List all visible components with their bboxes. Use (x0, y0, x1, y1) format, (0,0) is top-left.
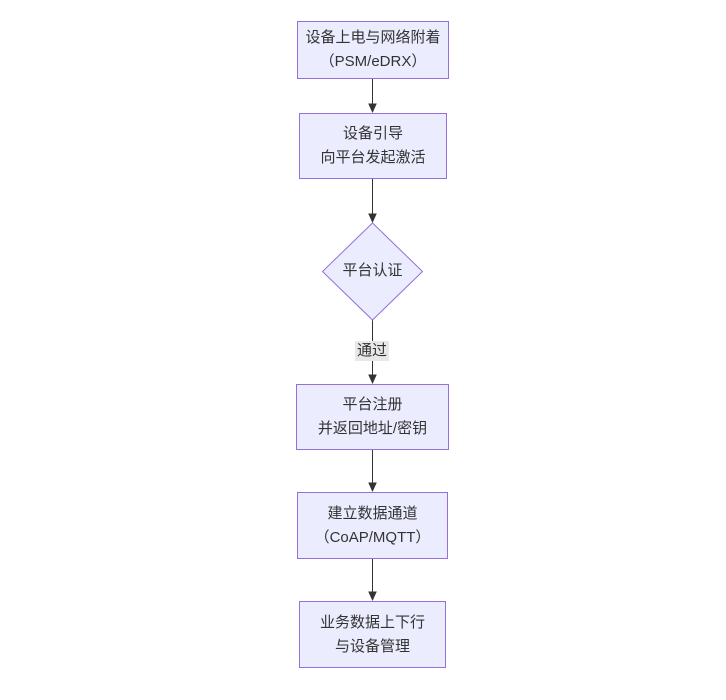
node-line: 与设备管理 (334, 637, 410, 655)
node-business: 业务数据上下行 与设备管理 (299, 601, 446, 668)
node-line: （PSM/eDRX） (319, 53, 427, 70)
node-register: 平台注册 并返回地址/密钥 (296, 384, 449, 450)
node-platform-auth-label: 平台认证 (342, 262, 403, 279)
node-line: 向平台发起激活 (320, 149, 426, 166)
arrowhead-icon (368, 103, 377, 113)
node-line: 业务数据上下行 (319, 613, 425, 631)
arrowhead-icon (368, 374, 377, 384)
edge-label-pass: 通过 (354, 341, 390, 361)
arrowhead-icon (368, 213, 377, 223)
node-line: 设备引导 (342, 125, 403, 142)
node-line: 设备上电与网络附着 (305, 29, 441, 46)
node-line: 建立数据通道 (327, 504, 418, 522)
node-line: 并返回地址/密钥 (317, 420, 428, 437)
node-line: （CoAP/MQTT） (314, 528, 431, 546)
node-data-channel: 建立数据通道 （CoAP/MQTT） (297, 492, 448, 559)
node-power-attach: 设备上电与网络附着 （PSM/eDRX） (297, 21, 449, 79)
node-bootstrap: 设备引导 向平台发起激活 (299, 113, 447, 179)
node-line: 平台注册 (342, 396, 403, 413)
arrowhead-icon (368, 482, 377, 492)
node-platform-auth-diamond (321, 222, 424, 321)
arrowhead-icon (368, 591, 377, 601)
